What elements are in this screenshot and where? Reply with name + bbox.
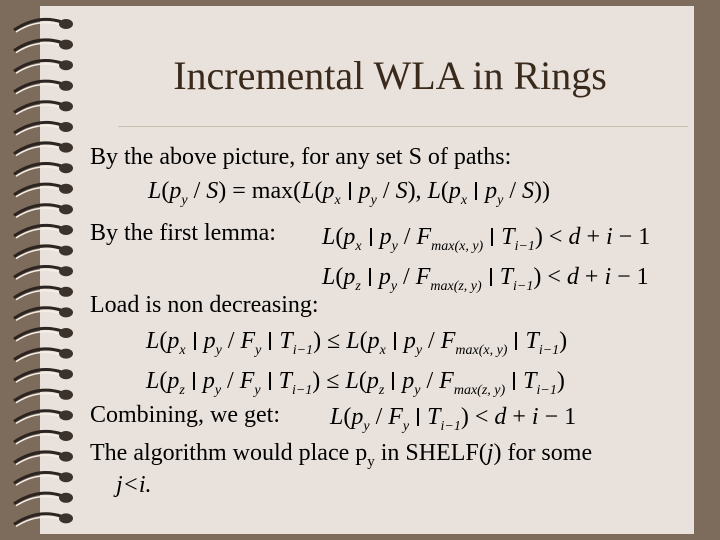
spiral-ring bbox=[13, 59, 63, 73]
spiral-ring-highlight bbox=[15, 310, 61, 322]
line-non-decreasing: Load is non decreasing: bbox=[90, 292, 319, 318]
spiral-ring bbox=[13, 306, 63, 320]
spiral-ring bbox=[13, 141, 63, 155]
spiral-ring bbox=[13, 512, 63, 526]
binding-hole bbox=[59, 307, 73, 318]
spiral-ring bbox=[13, 203, 63, 217]
line-algorithm-cont: j<i. bbox=[116, 472, 152, 498]
spiral-ring bbox=[13, 244, 63, 258]
spiral-ring-highlight bbox=[15, 63, 61, 74]
spiral-ring-highlight bbox=[15, 475, 61, 486]
binding-hole bbox=[59, 513, 73, 524]
binding-hole bbox=[59, 225, 73, 235]
binding-hole bbox=[59, 204, 73, 215]
spiral-ring-highlight bbox=[15, 289, 61, 301]
binding-hole bbox=[59, 60, 73, 71]
spiral-ring bbox=[13, 491, 63, 506]
spiral-ring-highlight bbox=[15, 248, 61, 260]
spiral-ring bbox=[13, 471, 63, 485]
spiral-ring bbox=[13, 162, 63, 176]
notebook-page bbox=[40, 6, 694, 534]
slide-title: Incremental WLA in Rings bbox=[173, 53, 607, 98]
spiral-ring bbox=[13, 450, 63, 464]
binding-hole bbox=[59, 472, 73, 483]
spiral-ring-highlight bbox=[15, 392, 61, 404]
spiral-ring bbox=[13, 429, 63, 444]
spiral-ring-highlight bbox=[15, 351, 61, 363]
spiral-ring-highlight bbox=[15, 227, 61, 239]
spiral-ring bbox=[13, 17, 63, 32]
spiral-ring bbox=[13, 38, 63, 52]
binding-hole bbox=[59, 122, 73, 132]
spiral-ring-highlight bbox=[15, 207, 61, 219]
spiral-ring-highlight bbox=[15, 21, 61, 33]
line-combining: Combining, we get: bbox=[90, 402, 280, 428]
binding-hole bbox=[59, 101, 73, 112]
binding-hole bbox=[59, 80, 73, 91]
spiral-ring-highlight bbox=[15, 124, 61, 136]
spiral-ring-highlight bbox=[15, 433, 61, 445]
spiral-ring-highlight bbox=[15, 104, 61, 116]
spiral-ring-highlight bbox=[15, 516, 61, 528]
spiral-ring-highlight bbox=[15, 454, 61, 466]
binding-hole bbox=[59, 431, 73, 441]
binding-hole bbox=[59, 286, 73, 297]
spiral-ring-highlight bbox=[15, 372, 61, 383]
binding-hole bbox=[59, 348, 73, 359]
binding-hole bbox=[59, 410, 73, 421]
spiral-ring-highlight bbox=[15, 166, 61, 177]
spiral-ring-highlight bbox=[15, 413, 61, 425]
binding-hole bbox=[59, 183, 73, 194]
spiral-ring-highlight bbox=[15, 186, 61, 198]
spiral-ring bbox=[13, 182, 63, 197]
spiral-ring bbox=[13, 223, 63, 238]
binding-hole bbox=[59, 266, 73, 277]
spiral-ring bbox=[13, 368, 63, 382]
spiral-ring bbox=[13, 409, 63, 423]
binding-hole bbox=[59, 389, 73, 400]
binding-hole bbox=[59, 19, 73, 29]
binding-hole bbox=[59, 328, 73, 338]
spiral-ring bbox=[13, 100, 63, 114]
spiral-binding bbox=[13, 17, 73, 528]
binding-hole bbox=[59, 245, 73, 256]
spiral-ring bbox=[13, 120, 63, 135]
spiral-ring-highlight bbox=[15, 495, 61, 507]
spiral-ring-highlight bbox=[15, 269, 61, 280]
line-picture: By the above picture, for any set S of p… bbox=[90, 144, 512, 170]
binding-hole bbox=[59, 369, 73, 380]
spiral-ring bbox=[13, 326, 63, 341]
spiral-ring bbox=[13, 285, 63, 300]
spiral-ring-highlight bbox=[15, 145, 61, 157]
spiral-ring bbox=[13, 388, 63, 403]
title-divider bbox=[118, 126, 688, 127]
line-first-lemma: By the first lemma: bbox=[90, 220, 276, 246]
spiral-ring-highlight bbox=[15, 83, 61, 95]
spiral-ring bbox=[13, 265, 63, 279]
binding-hole bbox=[59, 142, 73, 153]
spiral-ring bbox=[13, 347, 63, 361]
spiral-ring-highlight bbox=[15, 330, 61, 342]
binding-hole bbox=[59, 163, 73, 174]
binding-hole bbox=[59, 39, 73, 50]
spiral-ring-highlight bbox=[15, 42, 61, 54]
line-algorithm: The algorithm would place py in SHELF(j)… bbox=[90, 440, 593, 470]
binding-hole bbox=[59, 492, 73, 503]
binding-hole bbox=[59, 451, 73, 462]
spiral-ring bbox=[13, 79, 63, 94]
